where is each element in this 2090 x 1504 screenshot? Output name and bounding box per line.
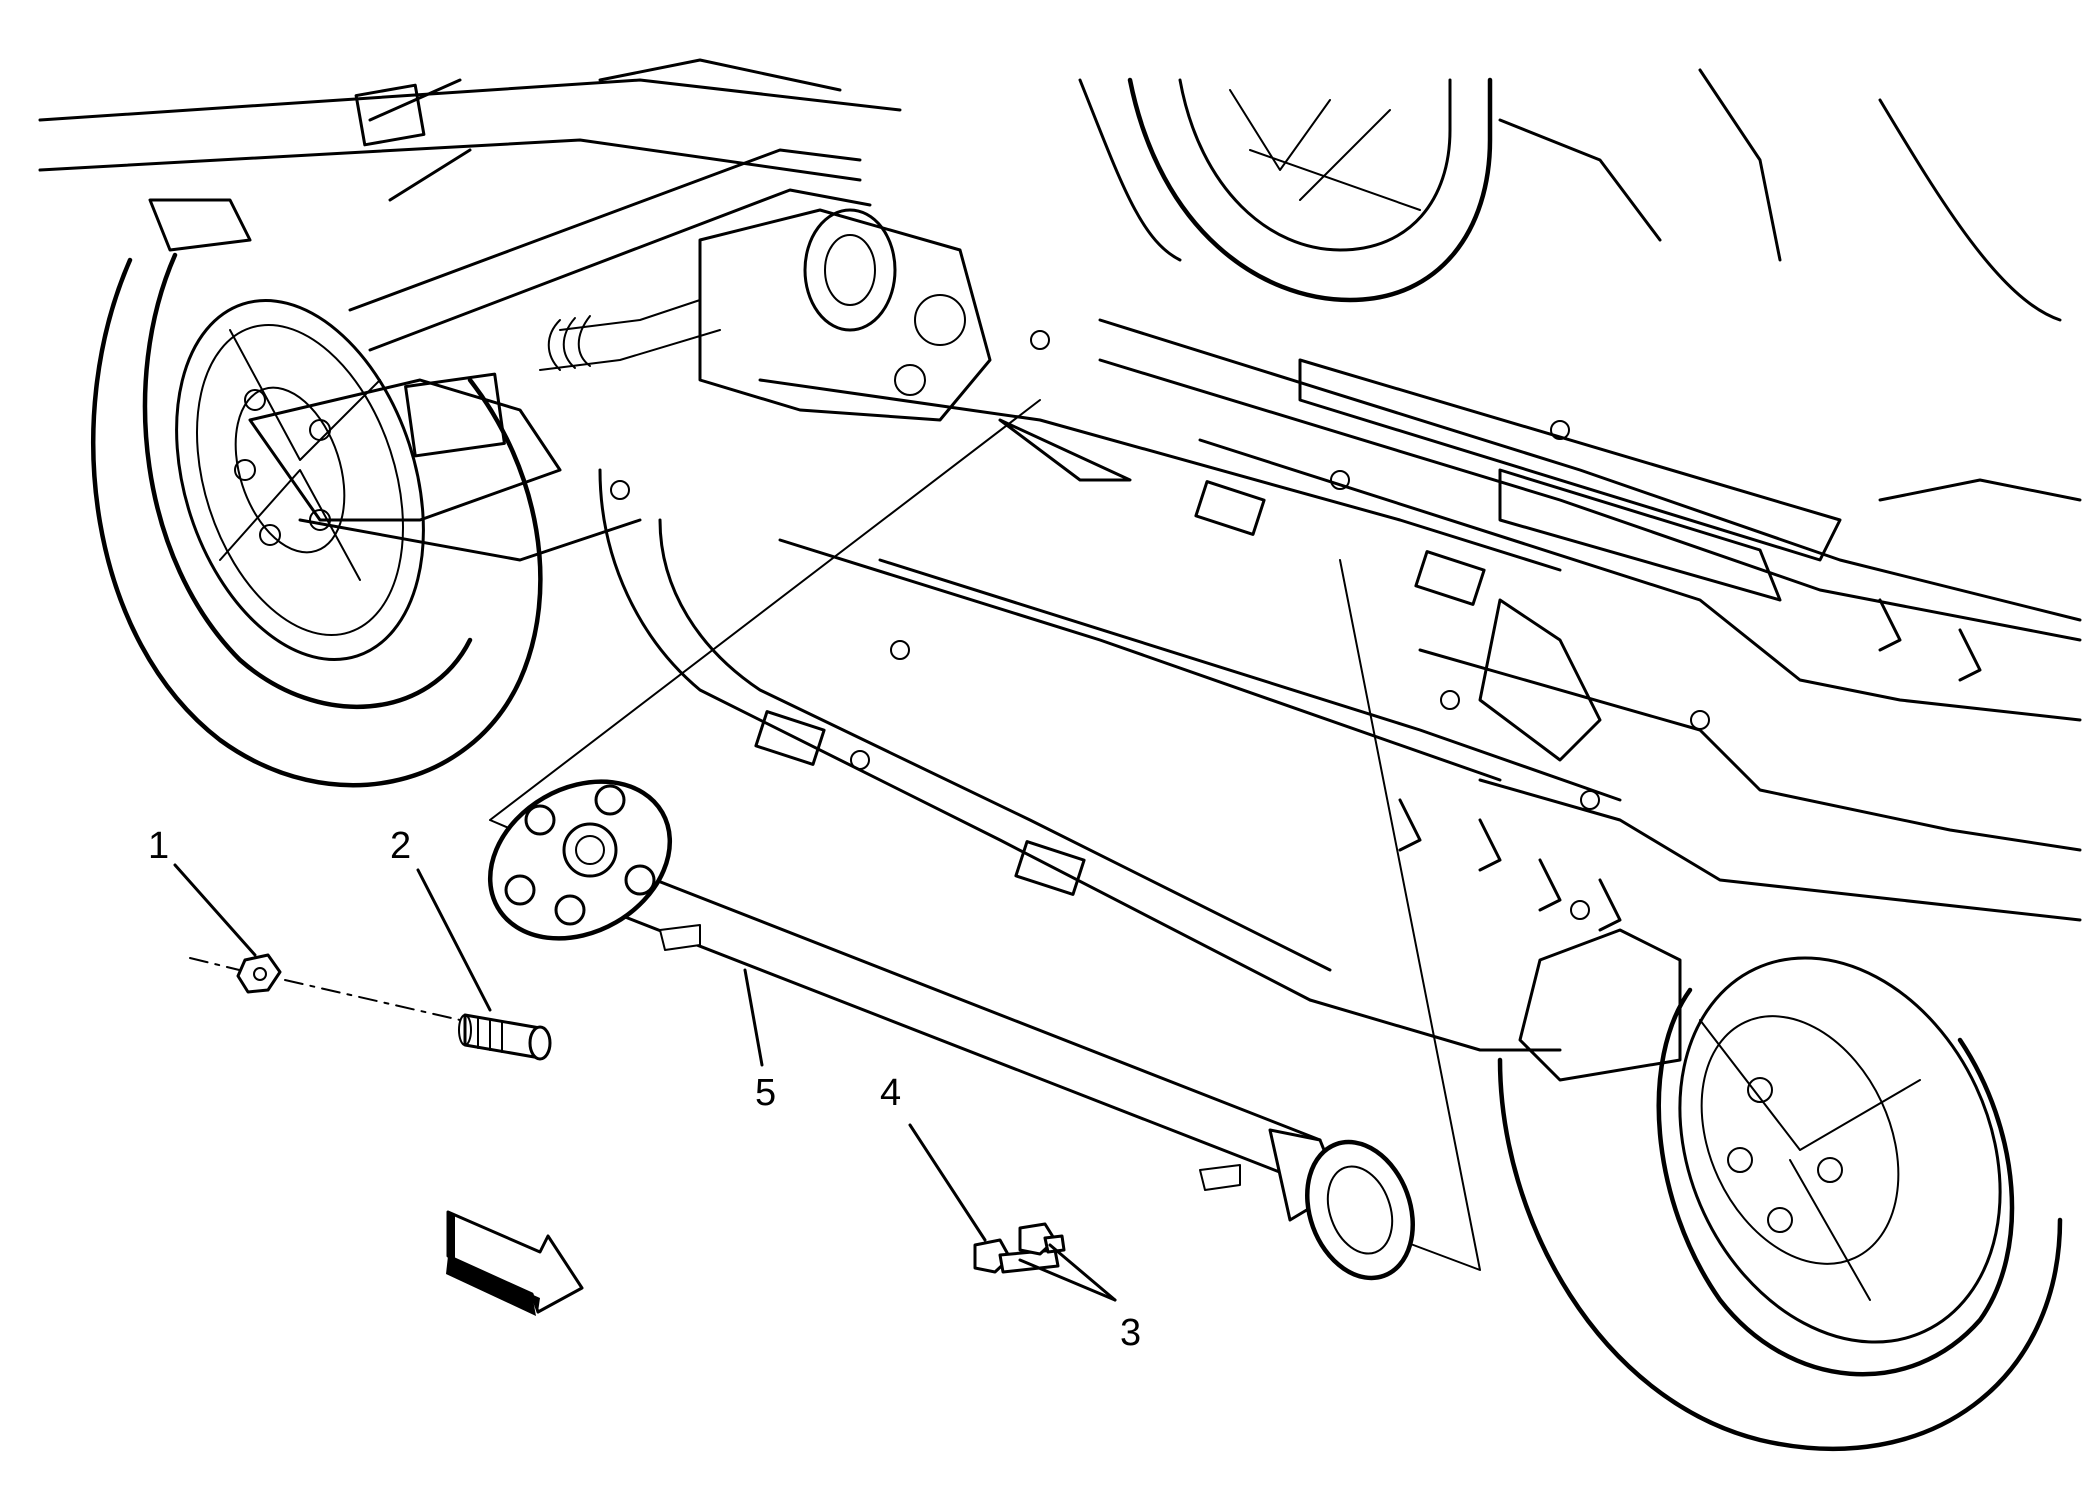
rear-right-wheel [1127,77,1493,303]
shaft-bolts [973,1222,1066,1274]
leader-2 [416,868,492,1012]
front-direction-arrow-icon [446,1210,584,1316]
rear-differential [539,208,992,422]
coupling-bolt [458,1013,552,1061]
rear-left-wheel [91,252,543,788]
vehicle-underbody [38,58,2082,1451]
leader-1 [173,863,257,957]
leader-4 [908,1123,987,1242]
propeller-shaft [487,399,1481,1281]
rear-flange [1268,1128,1415,1281]
shaft-front-leader [489,399,1041,851]
coupling-nut [189,953,461,1021]
callout-4: 4 [880,1072,901,1114]
floor-holes [610,330,1710,920]
callout-2: 2 [390,825,411,867]
floor-pan [598,68,2082,1082]
callout-1: 1 [148,825,169,867]
leader-3b [1048,1243,1117,1302]
shaft-rear-leader [1339,559,1481,1271]
leader-3a [1018,1258,1117,1302]
front-right-wheel [1497,956,2063,1451]
callout-3: 3 [1120,1312,1141,1354]
callout-labels: 1 2 5 4 3 [148,825,1141,1354]
leader-5 [743,968,764,1067]
flex-coupling [487,779,673,941]
callout-5: 5 [755,1072,776,1114]
rear-crossmember [38,58,902,562]
callout-leaders [173,863,1117,1302]
